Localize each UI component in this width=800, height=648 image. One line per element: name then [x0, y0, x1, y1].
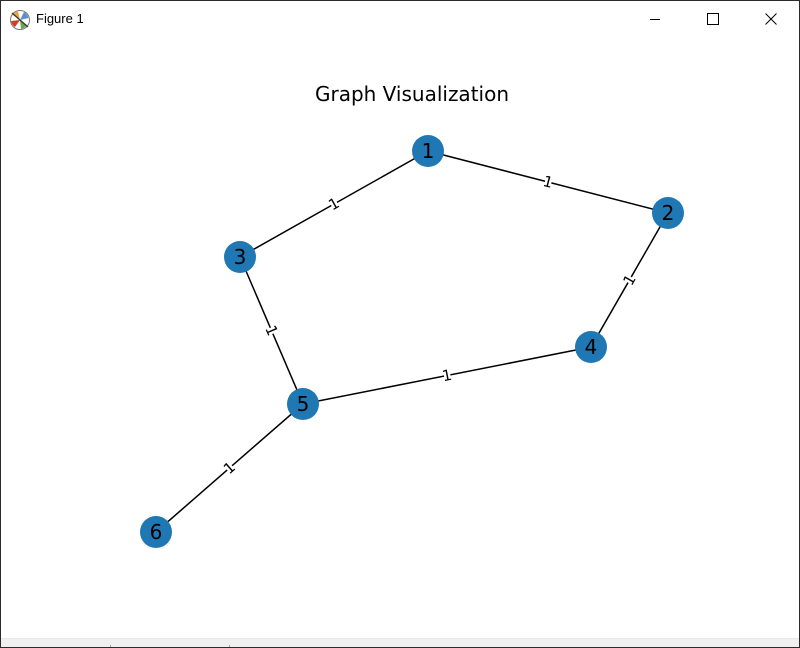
node-label: 3: [234, 245, 247, 269]
edge-1-2: [427, 150, 669, 214]
node-circle: [287, 388, 319, 420]
node-circle: [140, 516, 172, 548]
edge-label-2-4: 1: [619, 271, 639, 288]
figure-title: Graph Visualization: [315, 82, 509, 106]
node-circle: [412, 135, 444, 167]
node-2: 2: [652, 197, 684, 229]
edge-label-3-5: 1: [261, 323, 281, 339]
minimize-button[interactable]: [626, 1, 684, 37]
edge-5-6: [155, 403, 304, 533]
node-label: 1: [422, 139, 435, 163]
figure-canvas[interactable]: Graph Visualization 1 1 1 1 1 1 1 2 3 4 5 6: [1, 37, 799, 638]
node-circle: [652, 197, 684, 229]
toolbar-separator: [229, 645, 230, 647]
close-button[interactable]: [742, 1, 799, 37]
maximize-icon: [707, 13, 719, 25]
node-6: 6: [140, 516, 172, 548]
node-4: 4: [575, 331, 607, 363]
edge-label-1-2: 1: [541, 172, 555, 192]
edge-label-5-6: 1: [220, 458, 239, 478]
node-5: 5: [287, 388, 319, 420]
node-circle: [575, 331, 607, 363]
node-circle: [224, 241, 256, 273]
navigation-toolbar: [1, 638, 799, 647]
node-3: 3: [224, 241, 256, 273]
toolbar-separator: [110, 645, 111, 647]
node-label: 4: [585, 335, 598, 359]
node-label: 2: [662, 201, 675, 225]
edge-label-1-3: 1: [325, 194, 342, 214]
edge-label-4-5: 1: [441, 366, 454, 386]
node-label: 5: [297, 392, 310, 416]
matplotlib-figure-icon: [10, 10, 30, 30]
title-bar[interactable]: Figure 1: [1, 1, 799, 37]
edge-3-5: [239, 256, 304, 405]
minimize-icon: [650, 19, 660, 20]
maximize-button[interactable]: [684, 1, 742, 37]
edge-1-3: [239, 150, 429, 258]
window-title: Figure 1: [36, 11, 84, 26]
nodes-layer: 1 2 3 4 5 6: [140, 135, 684, 548]
edge-4-5: [302, 346, 592, 405]
close-icon: [765, 13, 777, 25]
edge-2-4: [590, 212, 669, 348]
node-label: 6: [150, 520, 163, 544]
node-1: 1: [412, 135, 444, 167]
